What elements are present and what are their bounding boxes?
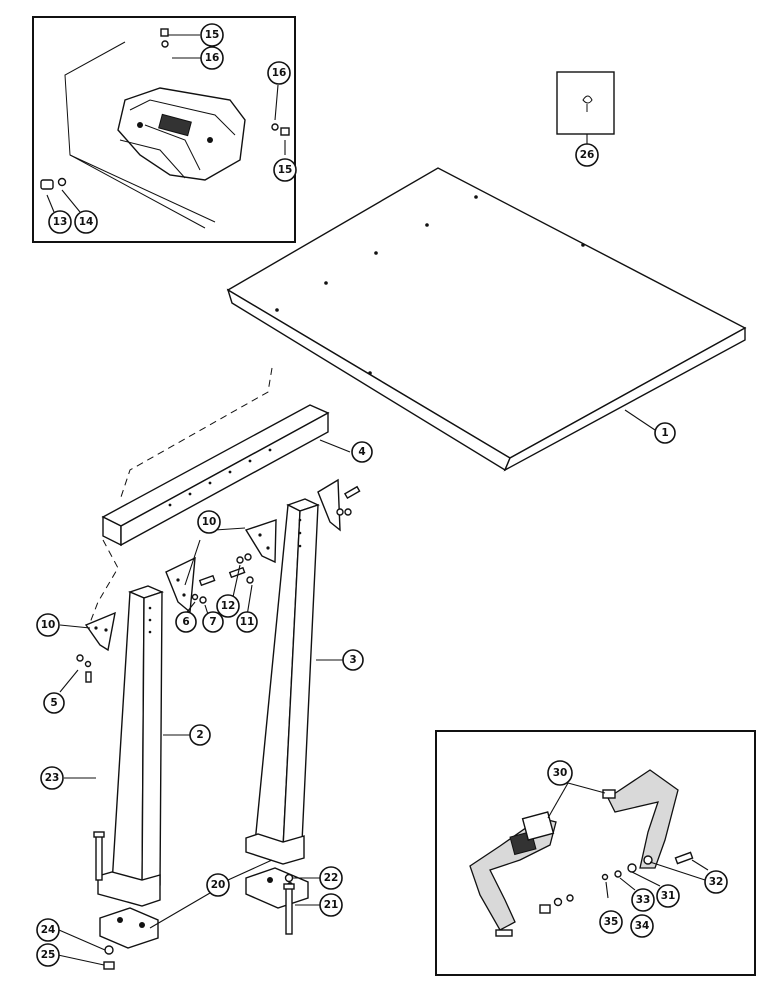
callout-2: 2	[189, 724, 211, 746]
svg-text:13: 13	[53, 216, 68, 228]
inset-mounting-detail	[32, 16, 296, 243]
svg-text:11: 11	[240, 616, 255, 628]
callout-5: 5	[43, 692, 65, 714]
alignment-line	[87, 367, 273, 629]
svg-text:5: 5	[50, 697, 57, 709]
svg-text:16: 16	[205, 52, 220, 64]
callout-23: 23	[40, 766, 64, 790]
callout-15b: 15	[273, 158, 297, 182]
callout-34: 34	[630, 914, 654, 938]
svg-text:23: 23	[45, 772, 60, 784]
callout-24: 24	[36, 918, 60, 942]
callout-26: 26	[575, 143, 599, 167]
cross-beam	[101, 404, 330, 547]
base-bolts	[93, 831, 295, 970]
callout-16b: 16	[267, 61, 291, 85]
callout-7: 7	[202, 611, 224, 633]
leader-lines	[46, 34, 709, 966]
svg-text:4: 4	[358, 446, 365, 458]
inset-seat-belt	[435, 730, 756, 976]
callout-30: 30	[547, 760, 573, 786]
svg-text:6: 6	[182, 616, 189, 628]
svg-text:7: 7	[209, 616, 216, 628]
svg-text:26: 26	[580, 149, 595, 161]
callout-21: 21	[319, 893, 343, 917]
svg-text:25: 25	[41, 949, 56, 961]
callout-4: 4	[351, 441, 373, 463]
roof-holes	[275, 195, 585, 375]
callout-11: 11	[236, 611, 258, 633]
callout-22: 22	[319, 866, 343, 890]
svg-text:3: 3	[349, 654, 356, 666]
svg-text:12: 12	[221, 600, 236, 612]
svg-text:21: 21	[324, 899, 339, 911]
svg-text:30: 30	[553, 767, 568, 779]
svg-text:31: 31	[661, 890, 676, 902]
svg-text:15: 15	[278, 164, 293, 176]
svg-text:10: 10	[41, 619, 56, 631]
callout-1: 1	[654, 422, 676, 444]
svg-text:34: 34	[635, 920, 650, 932]
callout-10b: 10	[197, 510, 221, 534]
gusset-brackets	[84, 478, 341, 652]
svg-text:22: 22	[324, 872, 339, 884]
svg-text:16: 16	[272, 67, 287, 79]
callout-31: 31	[656, 884, 680, 908]
callout-13: 13	[48, 210, 72, 234]
decal-plate	[556, 71, 615, 135]
roof-panel	[226, 167, 747, 472]
callout-14: 14	[74, 210, 98, 234]
right-post	[245, 498, 320, 865]
callout-32: 32	[704, 870, 728, 894]
svg-text:2: 2	[196, 729, 203, 741]
svg-text:35: 35	[604, 916, 619, 928]
svg-text:33: 33	[636, 894, 651, 906]
svg-text:32: 32	[709, 876, 724, 888]
callout-25: 25	[36, 943, 60, 967]
svg-text:1: 1	[661, 427, 668, 439]
bracket-hardware	[76, 485, 361, 683]
callout-3: 3	[342, 649, 364, 671]
svg-text:14: 14	[79, 216, 94, 228]
svg-text:24: 24	[41, 924, 56, 936]
beam-holes	[168, 448, 272, 507]
callout-15a: 15	[200, 23, 224, 47]
callout-12: 12	[216, 594, 240, 618]
svg-text:20: 20	[211, 879, 226, 891]
callout-16a: 16	[200, 46, 224, 70]
callout-35: 35	[599, 910, 623, 934]
callout-20: 20	[206, 873, 230, 897]
svg-text:10: 10	[202, 516, 217, 528]
callout-10a: 10	[36, 613, 60, 637]
callout-6: 6	[175, 611, 197, 633]
callout-33: 33	[631, 888, 655, 912]
left-post	[97, 585, 164, 907]
svg-text:15: 15	[205, 29, 220, 41]
